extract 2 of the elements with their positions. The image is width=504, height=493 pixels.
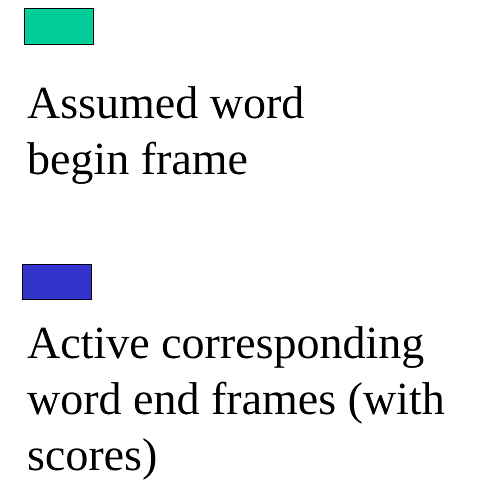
legend-label: Active corresponding word end frames (with scores)	[27, 316, 446, 482]
legend-label: Assumed word begin frame	[27, 76, 306, 186]
